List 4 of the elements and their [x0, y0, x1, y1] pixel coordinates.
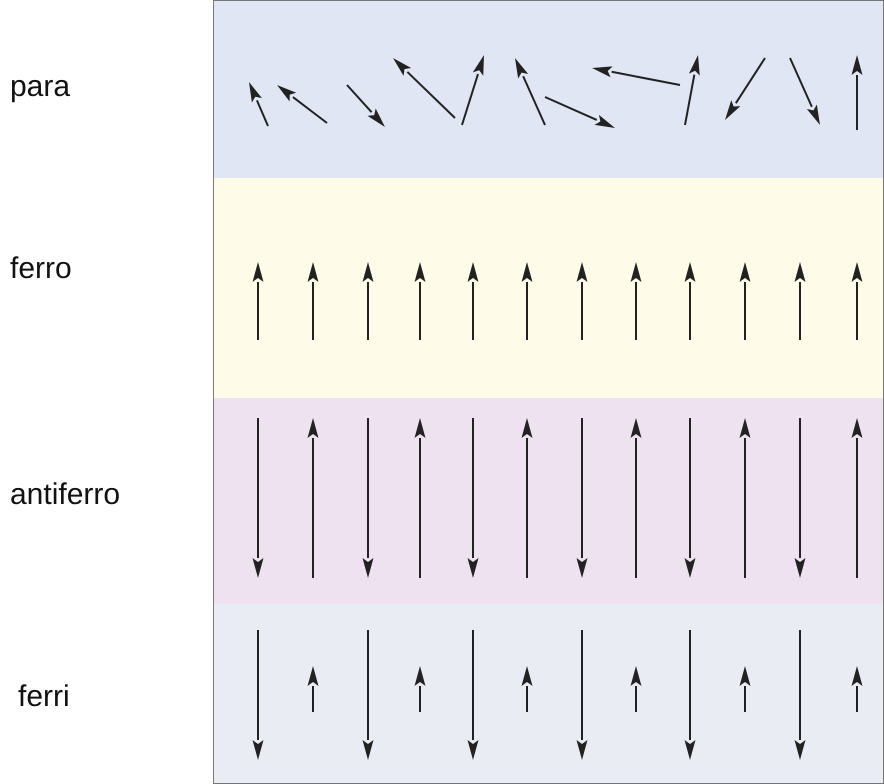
row-label: antiferro: [10, 478, 120, 512]
row-label: ferro: [10, 252, 72, 286]
row-label: para: [10, 70, 70, 104]
row-label: ferri: [18, 680, 70, 714]
